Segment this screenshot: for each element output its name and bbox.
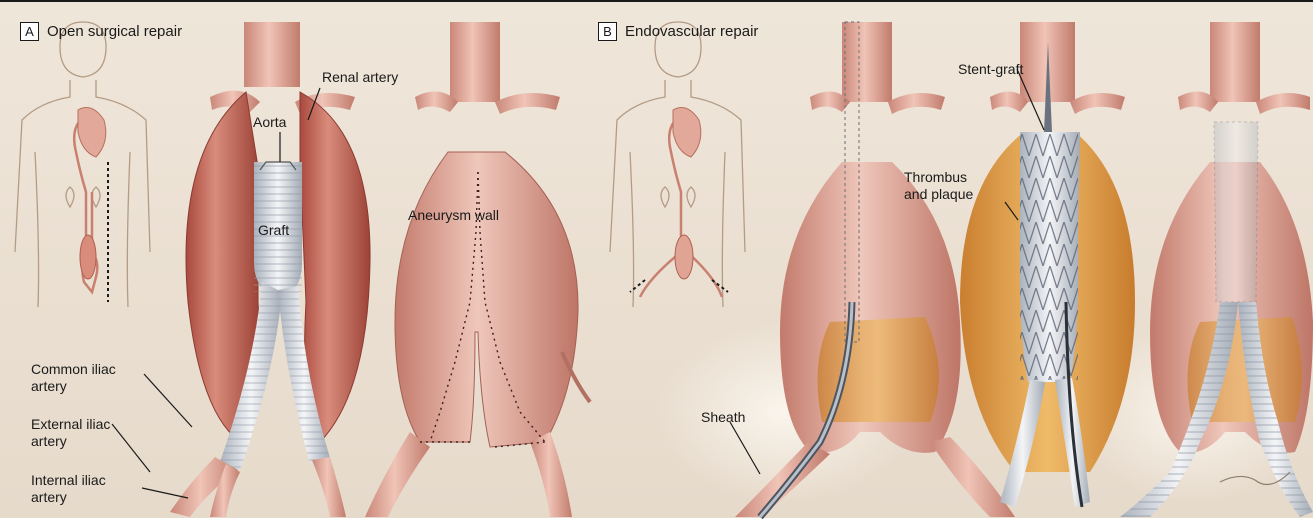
panel-a-title-text: Open surgical repair: [47, 23, 182, 40]
label-external-iliac-line2: artery: [31, 433, 110, 450]
label-internal-iliac-line1: Internal iliac: [31, 472, 106, 489]
label-thrombus-line1: Thrombus: [904, 169, 973, 186]
panel-b-letter: B: [598, 22, 617, 41]
endo-diagram-stent: [960, 22, 1135, 507]
label-internal-iliac: Internal iliac artery: [31, 472, 106, 506]
label-common-iliac-line1: Common iliac: [31, 361, 116, 378]
leader-internal-iliac: [142, 488, 188, 498]
panel-a-title: A Open surgical repair: [20, 22, 182, 41]
closed-sac-diagram: [365, 22, 590, 517]
leader-common-iliac: [144, 374, 192, 427]
label-aorta: Aorta: [253, 114, 286, 131]
label-internal-iliac-line2: artery: [31, 489, 106, 506]
label-aneurysm-wall: Aneurysm wall: [408, 207, 499, 224]
label-stent-graft: Stent-graft: [958, 61, 1023, 78]
label-thrombus-line2: and plaque: [904, 186, 973, 203]
label-graft: Graft: [258, 222, 289, 239]
leader-external-iliac: [112, 424, 150, 472]
panel-b-title-text: Endovascular repair: [625, 23, 758, 40]
label-sheath: Sheath: [701, 409, 745, 426]
label-common-iliac: Common iliac artery: [31, 361, 116, 395]
label-thrombus: Thrombus and plaque: [904, 169, 973, 203]
label-renal-artery: Renal artery: [322, 69, 398, 86]
label-external-iliac: External iliac artery: [31, 416, 110, 450]
panel-a-letter: A: [20, 22, 39, 41]
open-sac-diagram: [170, 22, 370, 517]
label-external-iliac-line1: External iliac: [31, 416, 110, 433]
panel-b-title: B Endovascular repair: [598, 22, 758, 41]
label-common-iliac-line2: artery: [31, 378, 116, 395]
